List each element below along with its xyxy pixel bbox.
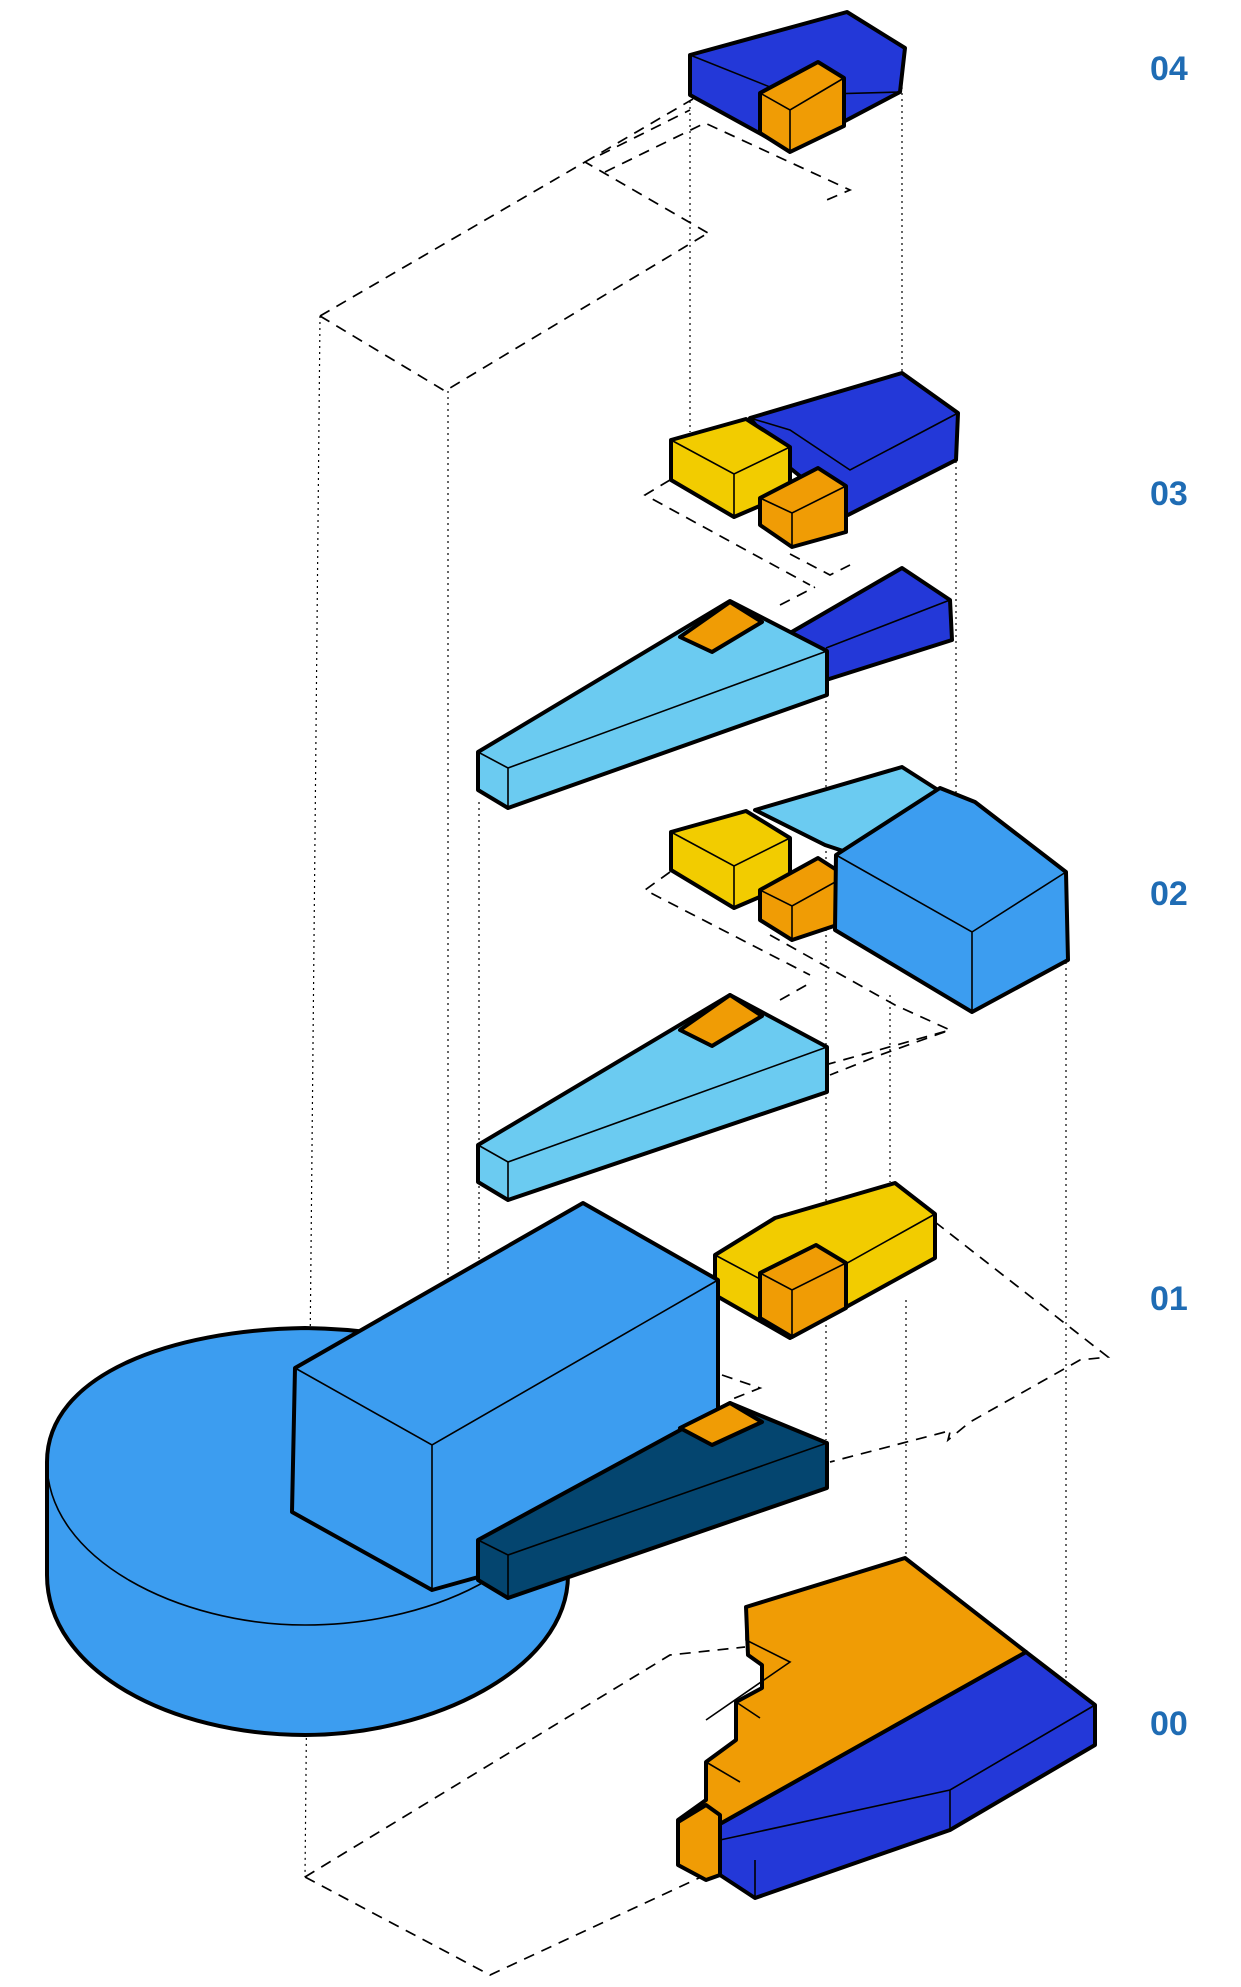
level-03-lower-wedge <box>476 566 954 810</box>
level-label-01: 01 <box>1150 1280 1188 1318</box>
level-03-upper-volumes <box>669 371 960 549</box>
level-label-02: 02 <box>1150 875 1188 913</box>
dashed-ground-outline <box>304 1646 771 1976</box>
level-00-volumes <box>676 1556 1097 1900</box>
level-01-volumes <box>713 1181 937 1340</box>
level-02-upper-volumes <box>669 765 1070 1014</box>
level-02-lower-wedge <box>476 993 829 1202</box>
level-04-volumes <box>688 10 907 154</box>
level-label-04: 04 <box>1150 50 1188 88</box>
dashed-level-02-outline <box>643 871 953 1076</box>
level-label-00: 00 <box>1150 1705 1188 1743</box>
dashed-level-03-outline <box>643 479 851 606</box>
dashed-tower-outline <box>319 91 853 392</box>
level-label-03: 03 <box>1150 475 1188 513</box>
navy-wedge <box>476 1401 829 1600</box>
